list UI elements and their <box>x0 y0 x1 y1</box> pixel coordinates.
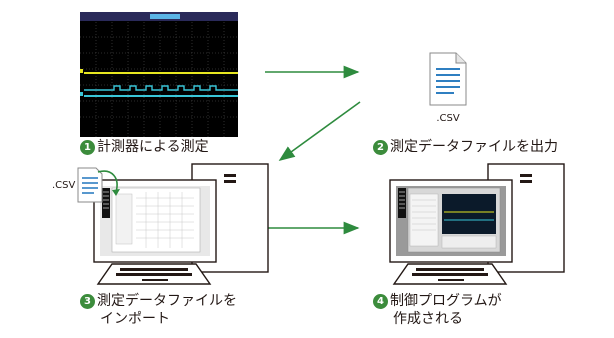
import-doc-icon <box>77 167 120 203</box>
step-1-label: 1 計測器による測定 <box>80 138 209 156</box>
waveform-image <box>80 12 238 137</box>
document-icon <box>429 52 467 106</box>
step-1-badge: 1 <box>80 140 95 155</box>
step-4-text-line2: 作成される <box>393 311 463 327</box>
step-3-badge: 3 <box>80 294 95 309</box>
step-4-badge: 4 <box>373 294 388 309</box>
step-4-text-line1: 制御プログラムが <box>390 293 502 309</box>
step-4-label: 4 制御プログラムが 作成される <box>373 292 502 328</box>
step-1-text: 計測器による測定 <box>97 139 209 155</box>
step-3-text-line1: 測定データファイルを <box>97 293 237 309</box>
csv-import-caption: .CSV <box>52 180 76 191</box>
step-2-label: 2 測定データファイルを出力 <box>373 138 558 156</box>
step-2-badge: 2 <box>373 140 388 155</box>
step-3-text-line2: インポート <box>100 311 170 327</box>
pc-left <box>93 163 269 285</box>
pc-right <box>389 163 565 285</box>
arrow-csv-to-pc <box>278 101 361 161</box>
oscilloscope-screen <box>80 12 238 137</box>
step-3-label: 3 測定データファイルを インポート <box>80 292 237 328</box>
csv-document: .CSV <box>428 52 468 124</box>
step-2-text: 測定データファイルを出力 <box>390 139 558 155</box>
csv-doc-caption: .CSV <box>436 113 460 124</box>
